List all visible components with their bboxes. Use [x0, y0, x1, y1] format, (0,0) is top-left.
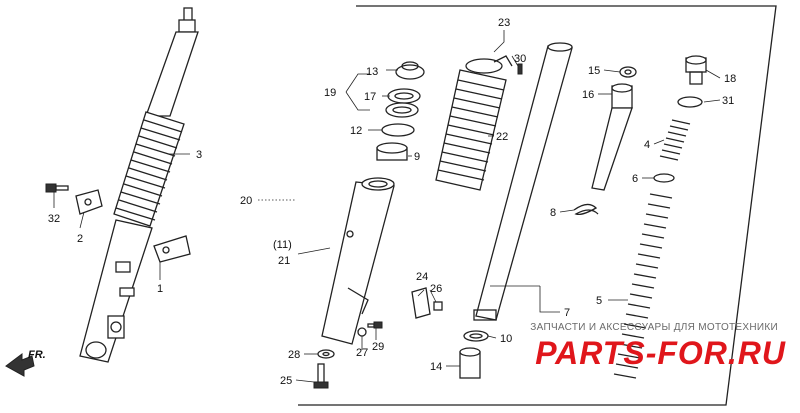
callout-17: 17 — [364, 91, 376, 103]
rebound-spring-8 — [573, 203, 599, 216]
dust-boot-22 — [435, 58, 507, 191]
nut-26 — [433, 301, 443, 311]
leader-lines — [53, 30, 721, 383]
callout-28: 28 — [288, 349, 300, 361]
fork-spring-5 — [613, 193, 673, 379]
callout-5: 5 — [596, 295, 602, 307]
fork-assembly — [79, 7, 199, 363]
outer-tube-21 — [321, 177, 395, 345]
callout-13: 13 — [366, 66, 378, 78]
callout-29: 29 — [372, 341, 384, 353]
callout-18: 18 — [724, 73, 736, 85]
spacer-spring-4 — [659, 119, 691, 161]
callout-22: 22 — [496, 131, 508, 143]
bolt-32 — [45, 183, 69, 193]
callout-23: 23 — [498, 17, 510, 29]
callout-1: 1 — [157, 283, 163, 295]
seal-stack — [376, 61, 425, 161]
piston-ring-15 — [619, 66, 637, 78]
spring-seat-6 — [653, 173, 675, 183]
bolt-29 — [367, 321, 383, 329]
direction-label: FR. — [28, 349, 46, 361]
callout-26: 26 — [430, 283, 442, 295]
front-direction-arrow: FR. — [5, 349, 46, 377]
callout-15: 15 — [588, 65, 600, 77]
watermark: ЗАПЧАСТИ И АКСЕССУАРЫ ДЛЯ МОТОТЕХНИКИ PA… — [530, 322, 786, 371]
bolt-25 — [313, 363, 329, 389]
callout-8: 8 — [550, 207, 556, 219]
bushing-14 — [459, 347, 481, 379]
cap-bolt-18 — [685, 55, 707, 85]
callout-9: 9 — [414, 151, 420, 163]
callout-2: 2 — [77, 233, 83, 245]
group-plate-outline — [298, 5, 777, 406]
callout-12: 12 — [350, 125, 362, 137]
callout-31: 31 — [722, 95, 734, 107]
callout-16: 16 — [582, 89, 594, 101]
callout-30: 30 — [514, 53, 526, 65]
clamp-2 — [75, 189, 103, 215]
callout-25: 25 — [280, 375, 292, 387]
o-ring-31 — [677, 96, 703, 108]
fork-pipe-7 — [473, 42, 573, 321]
callout-21: 21 — [278, 255, 290, 267]
washer-28 — [317, 349, 335, 359]
callout-24: 24 — [416, 271, 428, 283]
bracket-1 — [153, 235, 191, 263]
callout-6: 6 — [632, 173, 638, 185]
callout-19: 19 — [324, 87, 336, 99]
callout-32: 32 — [48, 213, 60, 225]
clamp-23 — [493, 55, 523, 75]
callout-4: 4 — [644, 139, 650, 151]
callout-7: 7 — [564, 307, 570, 319]
bracket-24 — [411, 287, 431, 319]
damper-rod-16 — [591, 83, 633, 191]
ring-10 — [463, 330, 489, 342]
callout-10: 10 — [500, 333, 512, 345]
watermark-brand: PARTS-FOR.RU — [535, 335, 786, 371]
callout-20: 20 — [240, 195, 252, 207]
callout-27: 27 — [356, 347, 368, 359]
callout-11: (11) — [273, 239, 292, 251]
callout-3: 3 — [196, 149, 202, 161]
watermark-caption: ЗАПЧАСТИ И АКСЕССУАРЫ ДЛЯ МОТОТЕХНИКИ — [530, 322, 778, 333]
callout-14: 14 — [430, 361, 442, 373]
washer-27 — [357, 327, 367, 337]
